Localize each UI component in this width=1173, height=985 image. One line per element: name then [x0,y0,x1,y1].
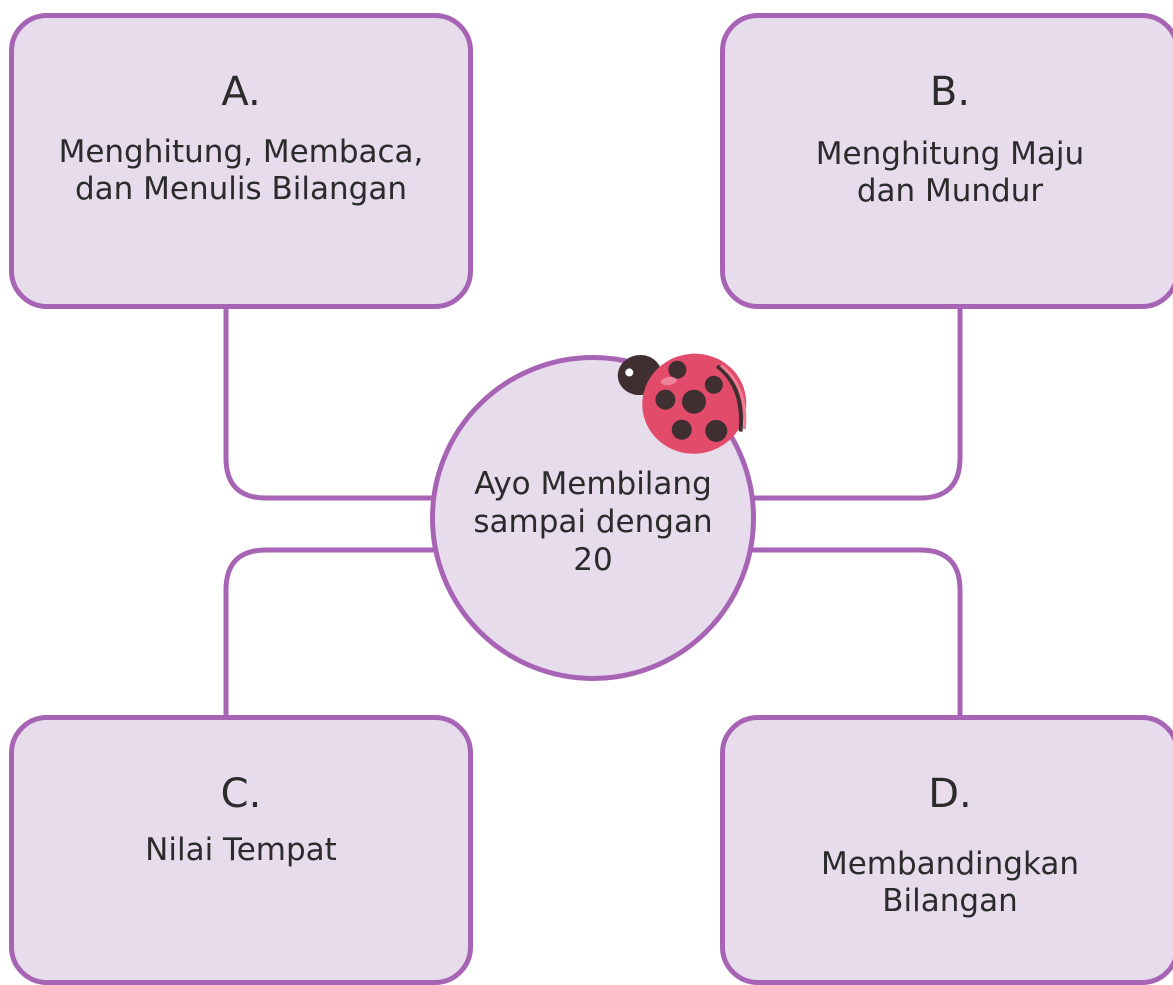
connector-c [223,547,434,715]
ladybug-icon [617,353,747,454]
topic-label: Menghitung Maju dan Mundur [815,136,1085,209]
topic-box-a: A. Menghitung, Membaca, dan Menulis Bila… [9,13,473,309]
topic-letter: B. [929,69,971,115]
topic-letter: C. [220,771,262,817]
topic-box-d: D. Membandingkan Bilangan [720,715,1173,985]
topic-box-c: C. Nilai Tempat [9,715,473,985]
topic-letter: A. [221,69,261,115]
topic-box-b: B. Menghitung Maju dan Mundur [720,13,1173,309]
connector-d [752,547,963,715]
topic-label: Membandingkan Bilangan [820,846,1079,919]
connector-a [223,309,438,501]
central-topic-title: Ayo Membilang sampai dengan 20 [473,466,713,578]
topic-label: Menghitung, Membaca, dan Menulis Bilanga… [58,134,424,207]
topic-label: Nilai Tempat [145,832,337,868]
topic-letter: D. [928,771,972,817]
connector-b [750,309,963,501]
